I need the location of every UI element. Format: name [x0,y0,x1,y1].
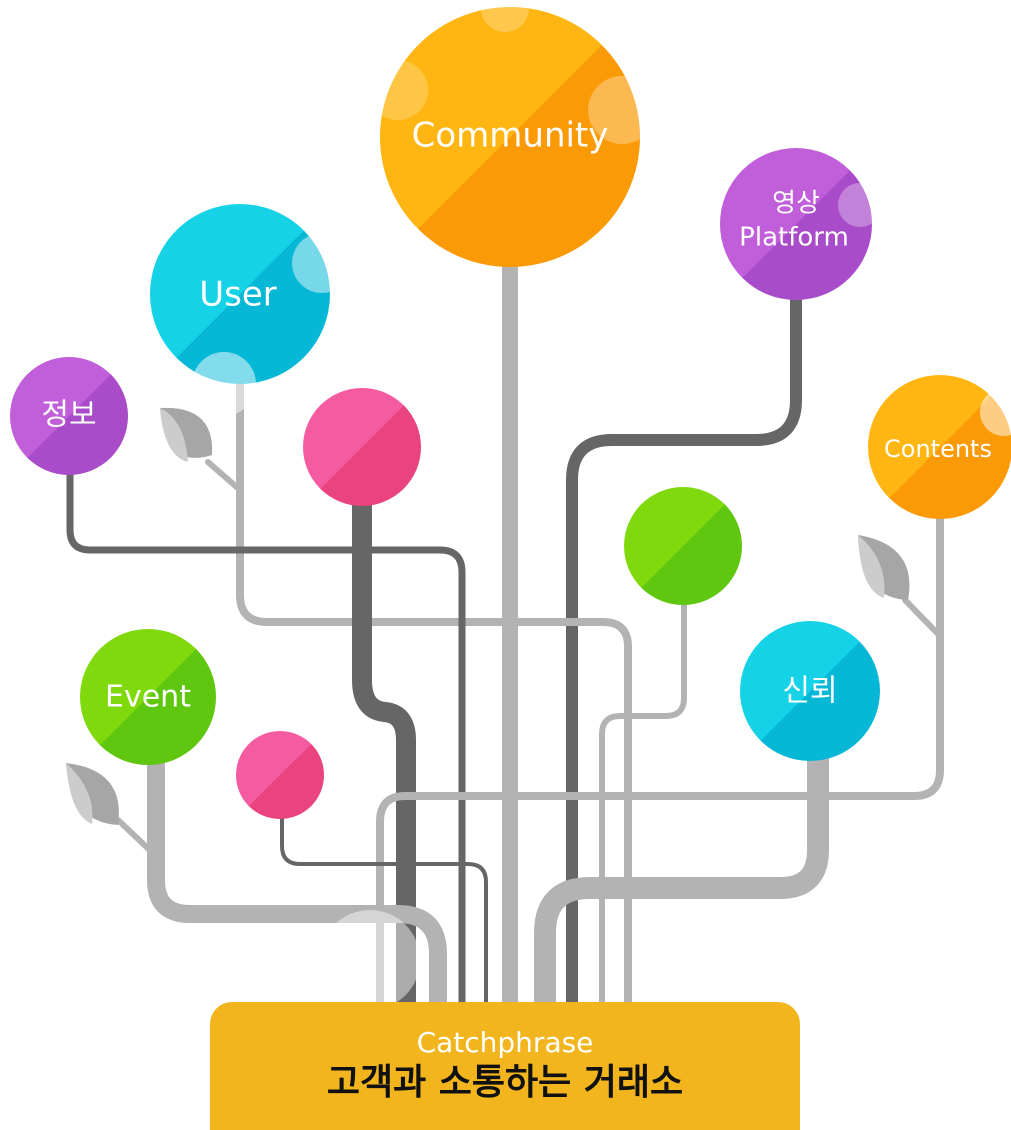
twig-leaf-bottom [115,817,159,859]
stem-trust [534,749,829,1021]
twig-leaf-right [902,597,943,639]
node-community-label: Community [412,116,609,156]
node-pink-small [236,731,324,819]
node-info-label: 정보 [41,398,96,433]
stem-event [147,751,447,1019]
stems [66,252,944,1021]
node-event-label: Event [105,680,191,715]
leaves [66,407,910,825]
node-info: 정보 [10,357,128,475]
node-video-platform: 영상 Platform [720,148,882,300]
banner-subtitle: Catchphrase [416,1026,594,1059]
twig-leaf-left [205,459,243,493]
banner-title: 고객과 소통하는 거래소 [326,1062,684,1103]
node-user-label: User [199,275,277,315]
stem-green-mid [599,597,687,1013]
node-contents-label: Contents [884,435,992,463]
node-community: Community [368,0,656,267]
leaf-icon [66,763,119,825]
stem-pink-large [352,495,416,1020]
node-trust-label: 신뢰 [782,674,837,709]
node-video-platform-line2: Platform [739,223,849,253]
stem-contents [376,511,944,1014]
node-user: User [150,204,352,416]
node-event: Event [80,629,216,765]
decorative-overlay [320,910,420,1010]
stem-user [236,376,632,1014]
stem-pink-small [280,813,488,1012]
leaf-icon [160,407,213,462]
node-contents: Contents [868,375,1011,519]
leaf-icon [858,535,910,600]
node-green-mid [624,487,742,605]
stem-video-platform [566,294,802,1016]
stem-info [66,466,466,1014]
catchphrase-banner: Catchphrase 고객과 소통하는 거래소 [210,1002,800,1130]
node-trust: 신뢰 [740,621,880,761]
node-video-platform-line1: 영상 [772,189,820,219]
node-pink-large [303,388,421,506]
